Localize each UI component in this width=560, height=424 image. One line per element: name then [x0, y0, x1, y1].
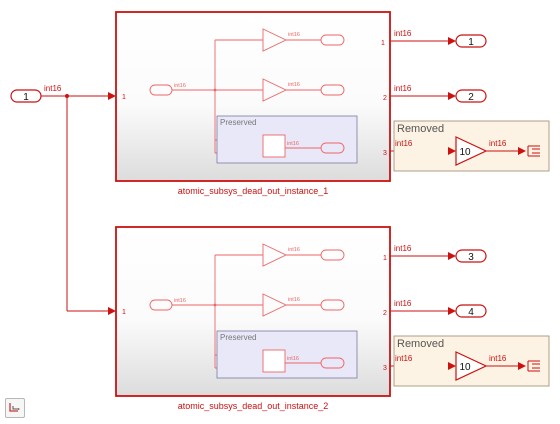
outport-3[interactable]: 3 — [455, 249, 487, 263]
svg-text:3: 3 — [468, 252, 474, 263]
preserved-area-1: Preserved int16 — [216, 115, 358, 164]
subsystem-2-name: atomic_subsys_dead_out_instance_2 — [178, 401, 329, 411]
svg-text:10: 10 — [459, 147, 471, 158]
svg-text:1: 1 — [23, 92, 29, 103]
svg-text:Preserved: Preserved — [220, 118, 256, 127]
svg-text:Removed: Removed — [397, 123, 444, 135]
terminator-1-icon — [527, 145, 540, 157]
sub1-out2-type: int16 — [394, 84, 412, 93]
arrow-in-2-icon — [108, 307, 116, 315]
arrow-in-1-icon — [108, 92, 116, 100]
svg-text:1: 1 — [383, 255, 387, 262]
svg-text:1: 1 — [122, 309, 126, 316]
svg-text:int16: int16 — [288, 32, 300, 38]
arrow-out-4-icon — [448, 307, 456, 315]
arrow-out-2-icon — [448, 92, 456, 100]
svg-text:int16: int16 — [174, 83, 186, 89]
gain-block-1[interactable]: 10 — [455, 136, 488, 166]
svg-text:3: 3 — [383, 150, 387, 157]
svg-text:2: 2 — [468, 92, 474, 103]
svg-text:int16: int16 — [287, 141, 299, 147]
outport-2[interactable]: 2 — [455, 89, 487, 103]
arrow-out-3-icon — [448, 252, 456, 260]
removed-area-2: Removed int16 int16 10 — [393, 335, 550, 387]
terminator-2-icon — [527, 360, 540, 372]
outport-1[interactable]: 1 — [455, 34, 487, 48]
svg-text:2: 2 — [383, 310, 387, 317]
svg-text:int16: int16 — [489, 139, 507, 148]
preserved-area-2: Preserved int16 — [216, 330, 358, 379]
subsystem-2[interactable]: 1 1 2 3 int16 int16 int16 Preserved — [115, 226, 391, 411]
svg-text:1: 1 — [381, 40, 385, 47]
sub2-out2-type: int16 — [394, 299, 412, 308]
svg-text:2: 2 — [383, 95, 387, 102]
svg-text:3: 3 — [383, 365, 387, 372]
svg-text:10: 10 — [459, 362, 471, 373]
svg-text:int16: int16 — [288, 82, 300, 88]
svg-text:int16: int16 — [287, 356, 299, 362]
svg-text:int16: int16 — [395, 354, 413, 363]
svg-text:int16: int16 — [489, 354, 507, 363]
root-inport-1[interactable]: 1 — [10, 89, 42, 103]
svg-text:4: 4 — [468, 307, 474, 318]
sub1-out1-type: int16 — [394, 29, 412, 38]
removed-area-1: Removed int16 int16 10 — [393, 120, 550, 172]
branch-point — [65, 94, 69, 98]
svg-text:Removed: Removed — [397, 338, 444, 350]
subsystem-1-name: atomic_subsys_dead_out_instance_1 — [178, 186, 329, 196]
subsystem-1[interactable]: 1 1 2 3 int16 int16 int16 Preserved — [115, 11, 391, 196]
svg-text:int16: int16 — [288, 247, 300, 253]
gain-block-2[interactable]: 10 — [455, 351, 488, 381]
sub2-out1-type: int16 — [394, 244, 412, 253]
arrow-out-1-icon — [448, 37, 456, 45]
root-wiring — [41, 95, 108, 312]
root-signal-type: int16 — [44, 84, 62, 93]
svg-text:int16: int16 — [395, 139, 413, 148]
svg-text:1: 1 — [468, 37, 474, 48]
signal-routing-button[interactable] — [5, 398, 25, 418]
svg-text:Preserved: Preserved — [220, 333, 256, 342]
svg-text:int16: int16 — [288, 297, 300, 303]
signal-routing-icon — [9, 403, 20, 412]
outport-4[interactable]: 4 — [455, 304, 487, 318]
svg-text:1: 1 — [122, 94, 126, 101]
svg-text:int16: int16 — [174, 298, 186, 304]
